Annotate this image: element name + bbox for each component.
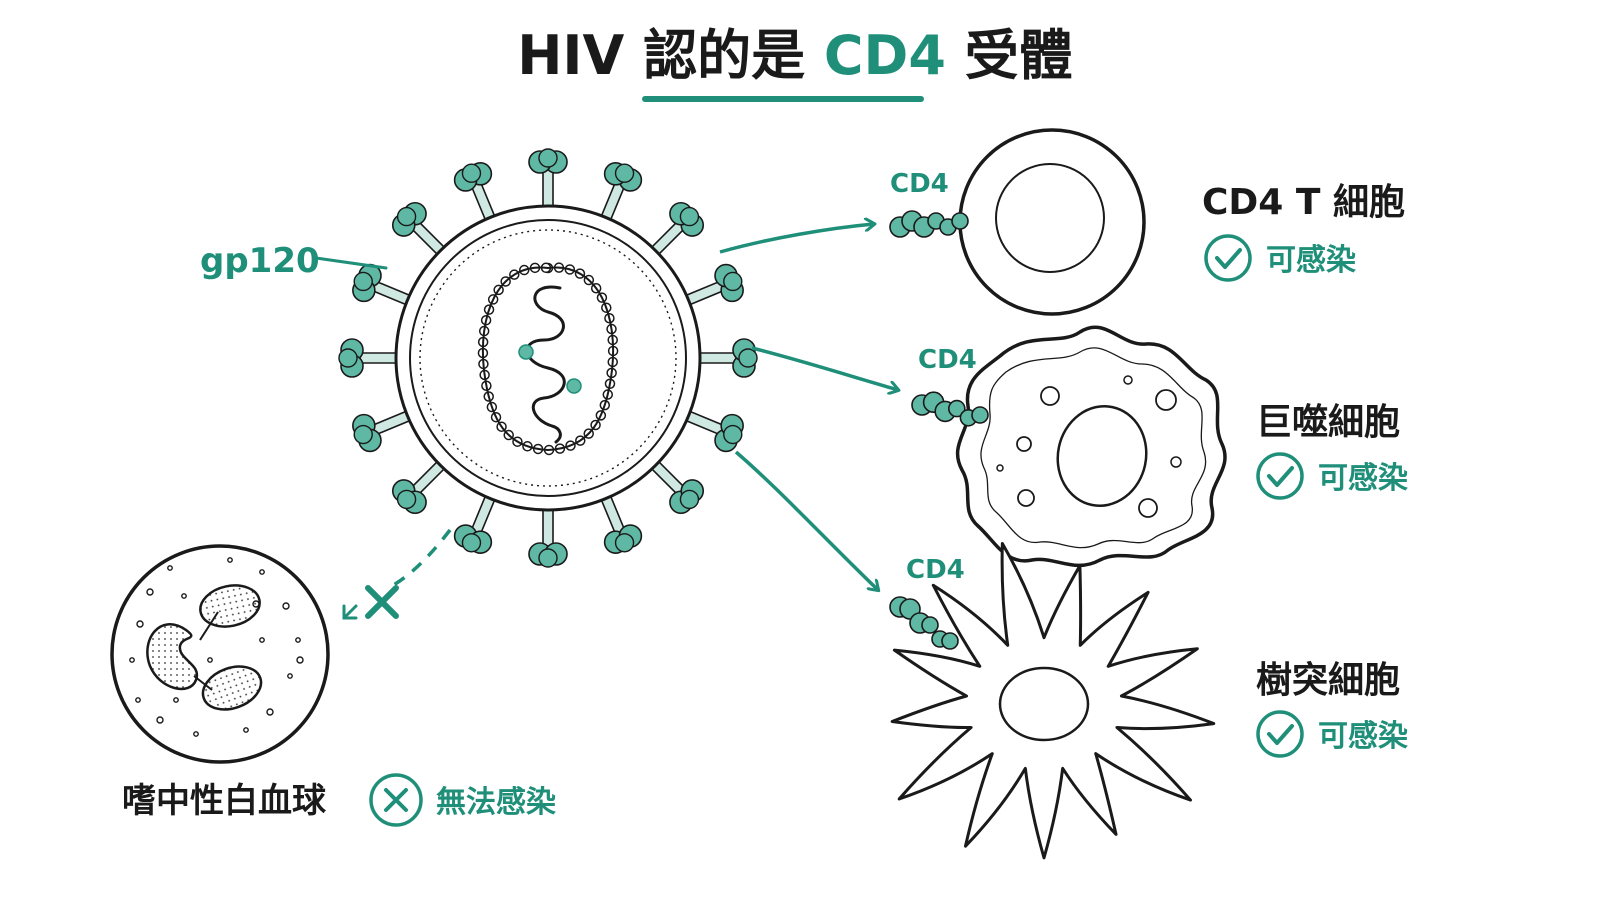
enzyme-dot — [566, 378, 582, 394]
title-underline — [642, 96, 924, 102]
cd4-t-cell — [958, 128, 1146, 316]
page-title: HIV 認的是 CD4 受體 — [517, 24, 1073, 87]
gp120-spikes — [338, 148, 758, 568]
arrow-to-cd4-t-cell — [719, 224, 874, 254]
neutrophil-cell — [110, 544, 330, 764]
capsid-outline — [481, 266, 615, 452]
gp120-pointer — [314, 256, 388, 270]
gp120-spike — [338, 338, 401, 378]
cd4-receptor-label: CD4 — [918, 345, 977, 375]
cell-name-cd4-t: CD4 T 細胞 — [1202, 182, 1405, 223]
virus-inner-envelope — [409, 219, 687, 497]
title-suffix: 受體 — [946, 24, 1073, 87]
gp120-spike — [598, 162, 643, 225]
check-icon — [1256, 452, 1304, 500]
rna-strand — [525, 285, 566, 444]
status-cd4-t: 可感染 — [1266, 243, 1356, 278]
gp120-spike — [647, 457, 705, 515]
cd4-receptor — [889, 596, 959, 650]
blocked-arrow-to-neutrophil — [391, 528, 452, 588]
gp120-spike — [695, 338, 758, 378]
gp120-spike — [352, 408, 415, 453]
gp120-spike — [598, 491, 643, 554]
cd4-receptors — [889, 210, 989, 650]
cell-name-macrophage: 巨噬細胞 — [1256, 402, 1400, 443]
status-neutrophil: 無法感染 — [436, 785, 556, 820]
cell-name-dendritic: 樹突細胞 — [1256, 660, 1400, 701]
blocked-x-icon — [365, 585, 399, 619]
virus-outer-envelope — [394, 204, 702, 512]
gp120-spike — [681, 263, 744, 308]
enzyme-dot — [518, 344, 534, 360]
cross-icon — [369, 773, 423, 827]
virus-matrix — [419, 229, 677, 487]
gp120-spike — [681, 408, 744, 453]
title-accent: CD4 — [824, 24, 946, 87]
status-dendritic: 可感染 — [1318, 719, 1408, 754]
gp120-spike — [453, 162, 498, 225]
gp120-label: gp120 — [200, 241, 320, 281]
status-macrophage: 可感染 — [1318, 461, 1408, 496]
cell-name-neutrophil: 嗜中性白血球 — [122, 781, 327, 821]
cd4-receptor — [889, 210, 969, 238]
gp120-spike — [528, 505, 568, 568]
arrow-to-dendritic-cell — [734, 450, 878, 590]
blocked-arrowhead — [342, 604, 358, 620]
gp120-spike — [647, 201, 705, 259]
hiv-virus — [338, 148, 758, 568]
cd4-receptor-label: CD4 — [906, 555, 965, 585]
arrow-to-macrophage — [751, 346, 898, 390]
check-icon — [1204, 234, 1252, 282]
gp120-spike — [528, 148, 568, 211]
cd4-receptor-label: CD4 — [890, 169, 949, 199]
check-icon — [1256, 710, 1304, 758]
gp120-spike — [391, 457, 449, 515]
gp120-spike — [453, 491, 498, 554]
gp120-spike — [352, 263, 415, 308]
dendritic-cell — [890, 542, 1216, 860]
title-prefix: HIV 認的是 — [517, 24, 824, 87]
macrophage-cell — [955, 325, 1227, 568]
cd4-receptor — [911, 391, 989, 427]
gp120-spike — [391, 201, 449, 259]
